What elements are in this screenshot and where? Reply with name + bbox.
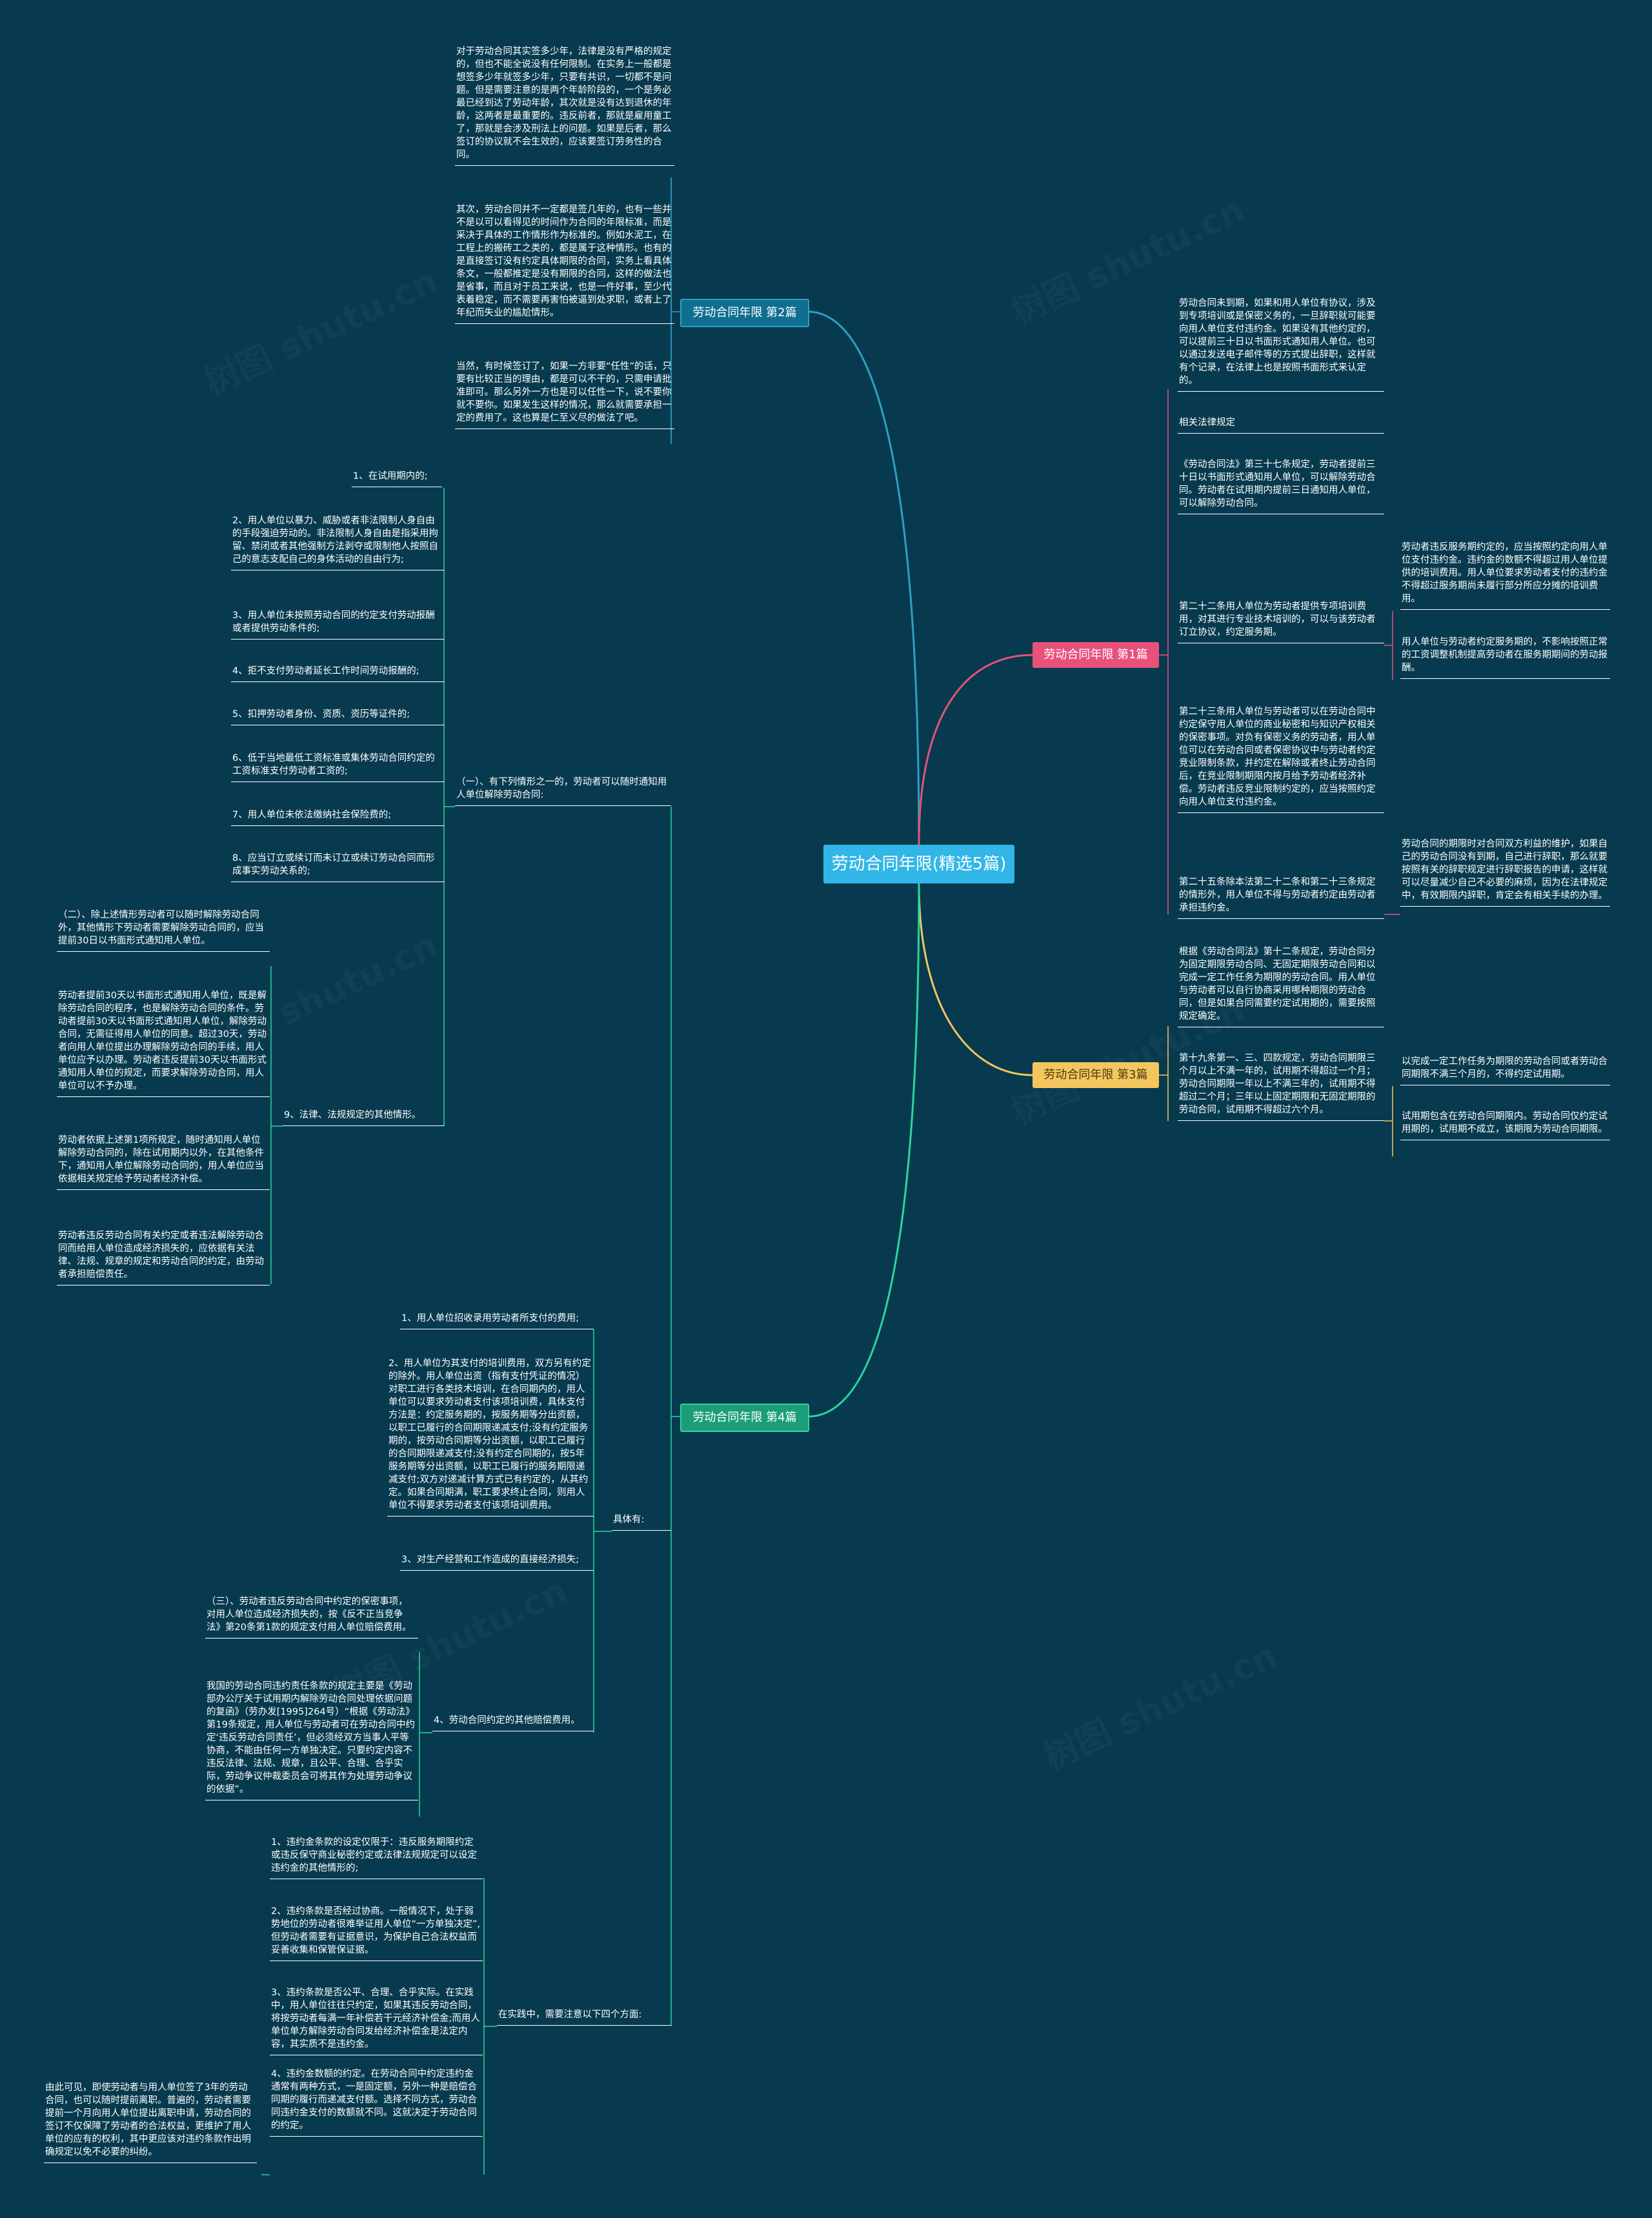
b2-text-1: 对于劳动合同其实签多少年，法律是没有严格的规定的，但也不能全说没有任何限制。在实…: [455, 45, 674, 166]
b1-text-6: 第二十五条除本法第二十二条和第二十三条规定的情形外，用人单位不得与劳动者约定由劳…: [1178, 876, 1384, 919]
b4-j4: 4、劳动合同约定的其他赔偿费用。: [432, 1714, 594, 1731]
b4-j: 具体有:: [612, 1513, 671, 1531]
connector-line: [807, 883, 920, 1418]
b4-j1: 1、用人单位招收录用劳动者所支付的费用;: [400, 1312, 594, 1329]
b2-text-2: 其次，劳动合同并不一定都是签几年的，也有一些并不是以可以看得见的时间作为合同的年…: [455, 203, 674, 324]
b4-item-9b: 劳动者提前30天以书面形式通知用人单位，既是解除劳动合同的程序，也是解除劳动合同…: [57, 989, 270, 1097]
b4-item-8: 8、应当订立或续订而未订立或续订劳动合同而形成事实劳动关系的;: [231, 852, 444, 882]
connector-line: [918, 883, 1033, 1076]
b4-k3: 3、违约条款是否公平、合理、合乎实际。在实践中，用人单位往往只约定，如果其违反劳…: [270, 1986, 483, 2055]
connector-line: [807, 310, 920, 845]
b4-k1: 1、违约金条款的设定仅限于：违反服务期限约定或违反保守商业秘密约定或法律法规规定…: [270, 1836, 483, 1879]
b1-text-3: 《劳动合同法》第三十七条规定，劳动者提前三十日以书面形式通知用人单位，可以解除劳…: [1178, 458, 1384, 514]
b3-text-2a: 以完成一定工作任务为期限的劳动合同或者劳动合同期限不满三个月的，不得约定试用期。: [1400, 1055, 1610, 1085]
b4-item-9: 9、法律、法规规定的其他情形。: [283, 1109, 444, 1126]
b3-text-1: 根据《劳动合同法》第十二条规定，劳动合同分为固定期限劳动合同、无固定期限劳动合同…: [1178, 945, 1384, 1027]
branch-4-node[interactable]: 劳动合同年限 第4篇: [680, 1404, 809, 1432]
b4-item-1: 1、在试用期内的;: [352, 470, 442, 487]
b4-k: 在实践中，需要注意以下四个方面:: [497, 2008, 671, 2026]
b4-item-9c: 劳动者依据上述第1项所规定，随时通知用人单位解除劳动合同的，除在试用期内以外，在…: [57, 1134, 270, 1190]
b4-k2: 2、违约条款是否经过协商。一般情况下，处于弱势地位的劳动者很难举证用人单位“一方…: [270, 1905, 483, 1961]
b1-text-4a: 劳动者违反服务期约定的，应当按照约定向用人单位支付违约金。违约金的数额不得超过用…: [1400, 541, 1610, 610]
b4-item-4: 4、拒不支付劳动者延长工作时间劳动报酬的;: [231, 665, 444, 682]
b4-intro-1: （一）、有下列情形之一的，劳动者可以随时通知用人单位解除劳动合同:: [455, 776, 671, 806]
branch-3-node[interactable]: 劳动合同年限 第3篇: [1032, 1062, 1159, 1088]
branch-1-node[interactable]: 劳动合同年限 第1篇: [1032, 642, 1159, 668]
b4-j4b: 我国的劳动合同违约责任条款的规定主要是《劳动部办公厅关于试用期内解除劳动合同处理…: [205, 1680, 418, 1800]
b4-item-7: 7、用人单位未依法缴纳社会保险费的;: [231, 809, 444, 826]
b1-text-4: 第二十二条用人单位为劳动者提供专项培训费用，对其进行专业技术培训的，可以与该劳动…: [1178, 600, 1384, 643]
b4-k4: 4、违约金数额的约定。在劳动合同中约定违约金通常有两种方式，一是固定额，另外一种…: [270, 2068, 483, 2137]
b4-item-9a: （二）、除上述情形劳动者可以随时解除劳动合同外，其他情形下劳动者需要解除劳动合同…: [57, 909, 270, 952]
b3-text-2: 第十九条第一、三、四款规定，劳动合同期限三个月以上不满一年的，试用期不得超过一个…: [1178, 1052, 1384, 1121]
b4-item-6: 6、低于当地最低工资标准或集体劳动合同约定的工资标准支付劳动者工资的;: [231, 752, 444, 782]
b2-text-3: 当然，有时候签订了，如果一方非要“任性”的话，只要有比较正当的理由，都是可以不干…: [455, 360, 674, 429]
b4-item-5: 5、扣押劳动者身份、资质、资历等证件的;: [231, 708, 444, 725]
b4-j2: 2、用人单位为其支付的培训费用，双方另有约定的除外。用人单位出资（指有支付凭证的…: [387, 1357, 594, 1517]
b4-j3: 3、对生产经营和工作造成的直接经济损失;: [400, 1553, 594, 1571]
b4-j4a: （三）、劳动者违反劳动合同中约定的保密事项，对用人单位造成经济损失的，按《反不正…: [205, 1595, 418, 1638]
b4-item-9d: 劳动者违反劳动合同有关约定或者违法解除劳动合同而给用人单位造成经济损失的，应依据…: [57, 1229, 270, 1285]
b1-text-6a: 劳动合同的期限时对合同双方利益的维护，如果自己的劳动合同没有到期，自己进行辞职，…: [1400, 838, 1610, 907]
b3-text-2b: 试用期包含在劳动合同期限内。劳动合同仅约定试用期的，试用期不成立，该期限为劳动合…: [1400, 1110, 1610, 1140]
connector-line: [918, 654, 1033, 845]
b4-k4a: 由此可见，即使劳动者与用人单位签了3年的劳动合同，也可以随时提前离职。普遍的，劳…: [44, 2081, 257, 2163]
b1-text-1: 劳动合同未到期，如果和用人单位有协议，涉及到专项培训或是保密义务的，一旦辞职就可…: [1178, 297, 1384, 392]
b4-item-2: 2、用人单位以暴力、威胁或者非法限制人身自由的手段强迫劳动的。非法限制人身自由是…: [231, 514, 444, 570]
b4-item-3: 3、用人单位未按照劳动合同的约定支付劳动报酬或者提供劳动条件的;: [231, 609, 444, 640]
branch-2-node[interactable]: 劳动合同年限 第2篇: [680, 299, 809, 327]
b1-text-2: 相关法律规定: [1178, 416, 1384, 434]
b1-text-4b: 用人单位与劳动者约定服务期的，不影响按照正常的工资调整机制提高劳动者在服务期期间…: [1400, 636, 1610, 679]
b1-text-5: 第二十三条用人单位与劳动者可以在劳动合同中约定保守用人单位的商业秘密和与知识产权…: [1178, 705, 1384, 813]
root-topic[interactable]: 劳动合同年限(精选5篇): [823, 845, 1014, 883]
